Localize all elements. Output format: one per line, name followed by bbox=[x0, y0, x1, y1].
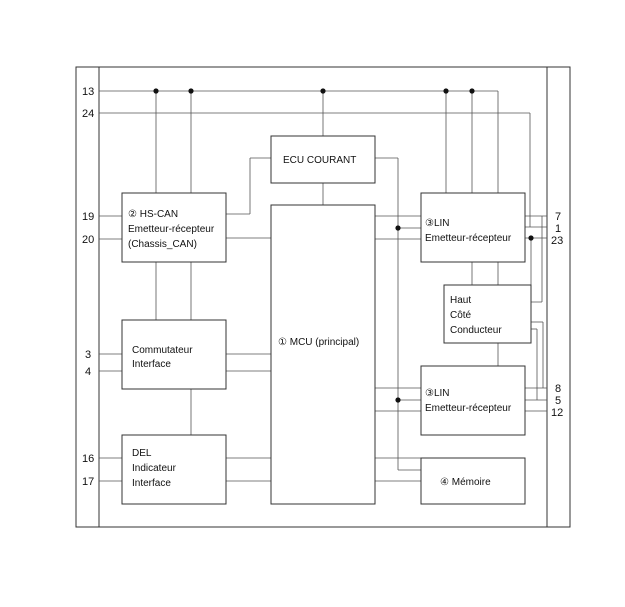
pin-label: 16 bbox=[82, 453, 94, 465]
commutateur-label-2: Interface bbox=[132, 359, 171, 370]
haut-label-2: Côté bbox=[450, 310, 472, 321]
haut-cote-conducteur-block: Haut Côté Conducteur bbox=[443, 284, 532, 344]
pin-label: 24 bbox=[82, 108, 94, 120]
wires bbox=[99, 90, 547, 482]
commutateur-block: Commutateur Interface bbox=[121, 319, 227, 390]
mcu-label: ① MCU (principal) bbox=[278, 337, 359, 348]
del-label-3: Interface bbox=[132, 478, 171, 489]
pin-label: 5 bbox=[555, 395, 561, 407]
ecu-courant-label: ECU COURANT bbox=[283, 155, 356, 166]
pin-label: 3 bbox=[85, 349, 91, 361]
junction-dots bbox=[153, 88, 534, 403]
pin-label: 7 bbox=[555, 211, 561, 223]
lin-bottom-block: ③LIN Emetteur-récepteur bbox=[420, 365, 526, 436]
pin-label: 8 bbox=[555, 383, 561, 395]
left-pin-labels: 13 24 19 20 3 4 16 17 bbox=[82, 86, 94, 488]
memoire-block: ④ Mémoire bbox=[420, 457, 526, 505]
commutateur-label-1: Commutateur bbox=[132, 345, 193, 356]
del-block: DEL Indicateur Interface bbox=[121, 434, 227, 505]
haut-label-3: Conducteur bbox=[450, 325, 502, 336]
mcu-block: ① MCU (principal) bbox=[270, 204, 376, 505]
lin-top-label-1: ③LIN bbox=[425, 218, 450, 229]
pin-label: 1 bbox=[555, 223, 561, 235]
pin-label: 20 bbox=[82, 234, 94, 246]
outer-frame bbox=[75, 66, 571, 528]
hs-can-label-3: (Chassis_CAN) bbox=[128, 239, 197, 250]
del-label-2: Indicateur bbox=[132, 463, 177, 474]
pin-label: 19 bbox=[82, 211, 94, 223]
lin-top-block: ③LIN Emetteur-récepteur bbox=[420, 192, 526, 263]
pin-label: 17 bbox=[82, 476, 94, 488]
lin-top-label-2: Emetteur-récepteur bbox=[425, 233, 512, 244]
hs-can-block: ② HS-CAN Emetteur-récepteur (Chassis_CAN… bbox=[121, 192, 227, 263]
pin-label: 4 bbox=[85, 366, 91, 378]
hs-can-label-1: ② HS-CAN bbox=[128, 209, 178, 220]
hs-can-label-2: Emetteur-récepteur bbox=[128, 224, 215, 235]
del-label-1: DEL bbox=[132, 448, 152, 459]
haut-label-1: Haut bbox=[450, 295, 471, 306]
pin-label: 13 bbox=[82, 86, 94, 98]
lin-bottom-label-2: Emetteur-récepteur bbox=[425, 403, 512, 414]
ecu-courant-block: ECU COURANT bbox=[270, 135, 376, 184]
pin-label: 23 bbox=[551, 235, 563, 247]
right-pin-labels: 7 1 23 8 5 12 bbox=[551, 211, 563, 419]
lin-bottom-label-1: ③LIN bbox=[425, 388, 450, 399]
memoire-label: ④ Mémoire bbox=[440, 477, 491, 488]
pin-label: 12 bbox=[551, 407, 563, 419]
